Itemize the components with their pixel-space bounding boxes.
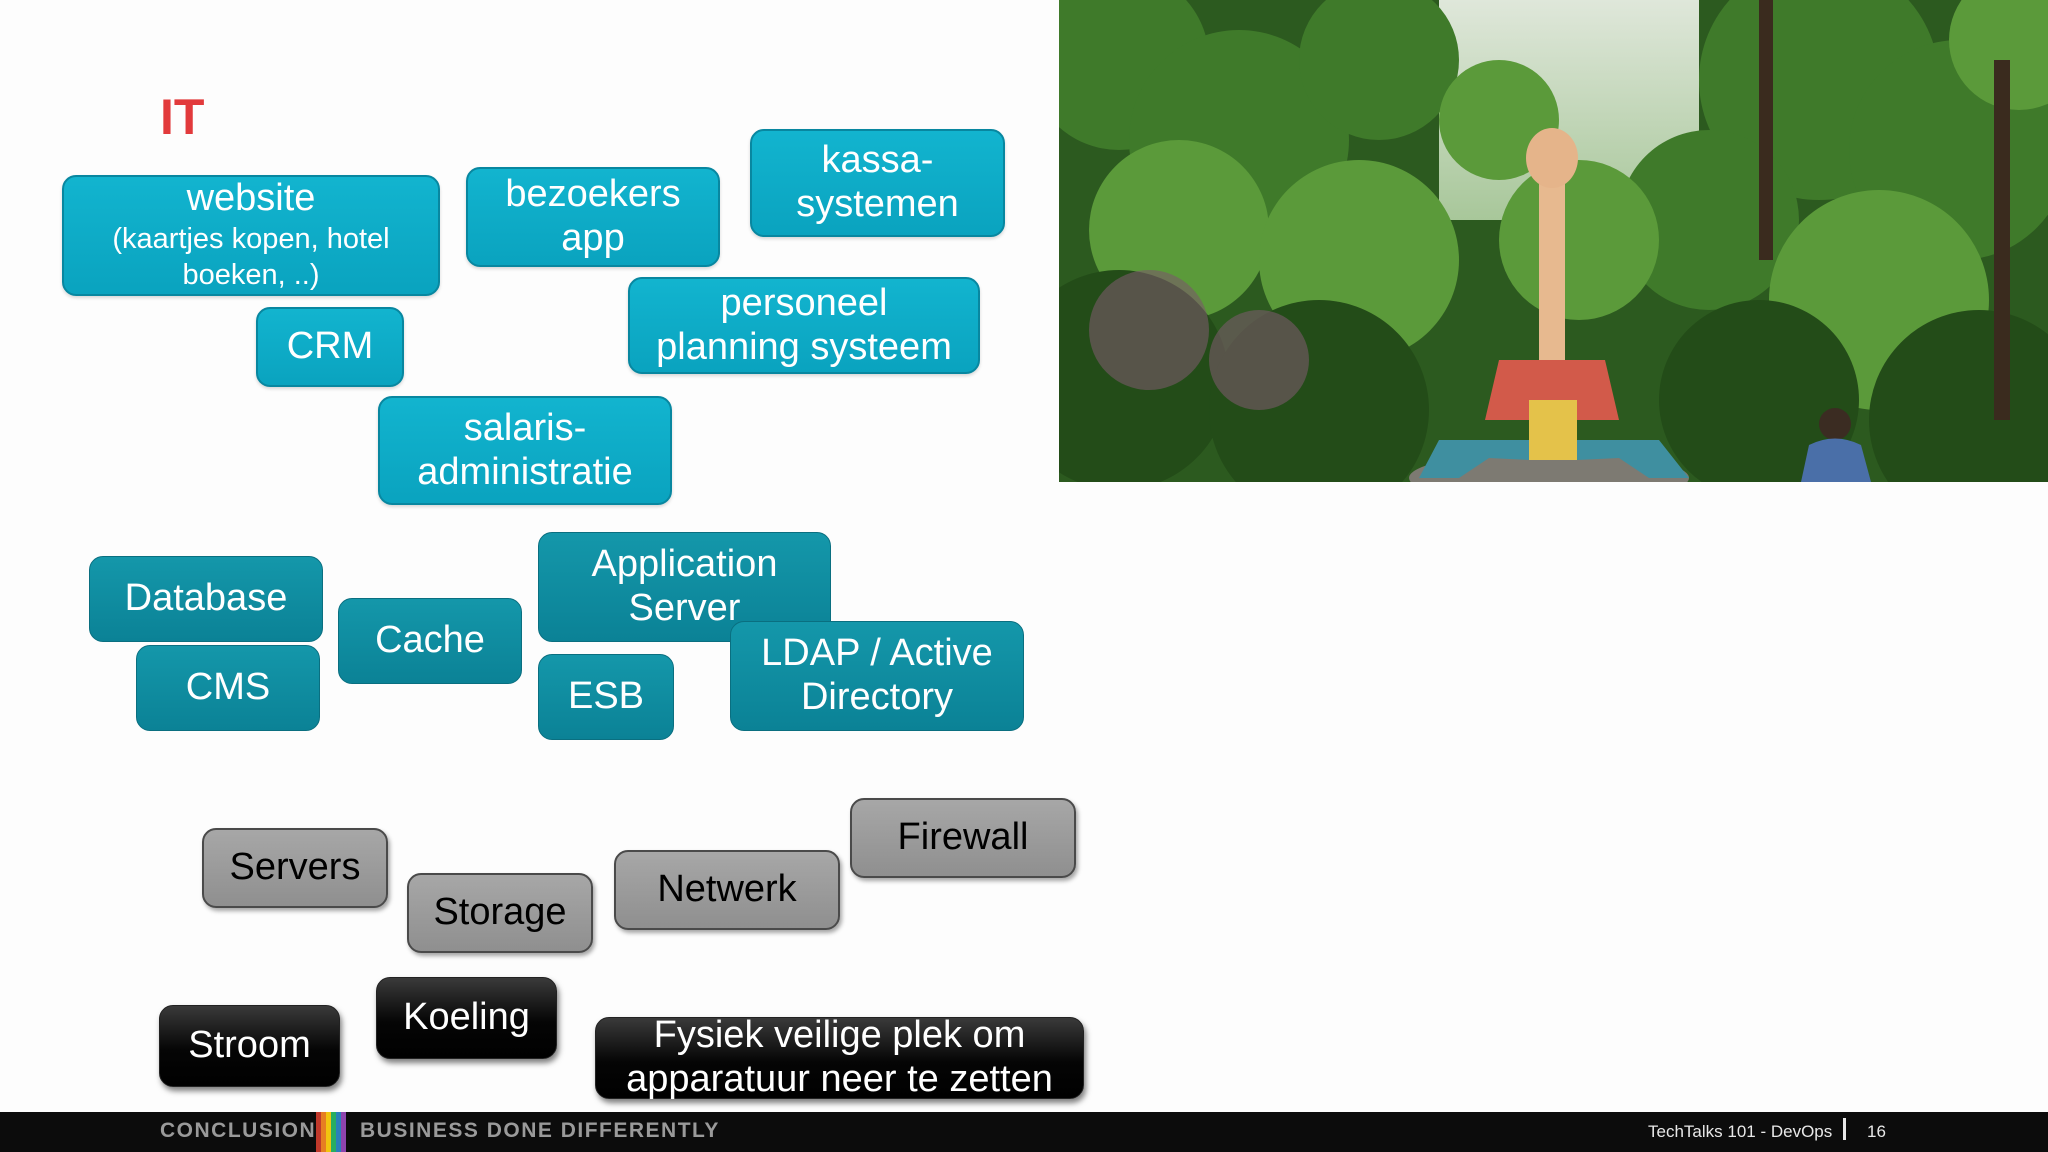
cooling-box: Koeling — [376, 977, 557, 1059]
power-label: Stroom — [188, 1024, 311, 1067]
visitors-app-label-1: bezoekers — [505, 173, 681, 216]
storage-label: Storage — [433, 891, 567, 934]
event-name: TechTalks 101 - DevOps — [1648, 1122, 1833, 1141]
crm-label: CRM — [286, 325, 374, 368]
staff-planning-label-1: personeel — [720, 281, 888, 324]
pos-systems-label-1: kassa- — [821, 139, 934, 182]
brand-tagline: BUSINESS DONE DIFFERENTLY — [360, 1119, 720, 1142]
website-label: website — [186, 177, 316, 220]
physical-location-label-1: Fysiek veilige plek om — [653, 1014, 1026, 1057]
footer-separator — [1843, 1118, 1846, 1140]
network-box: Netwerk — [614, 850, 840, 930]
application-server-label-1: Application — [591, 543, 778, 586]
ldap-box: LDAP / Active Directory — [730, 621, 1024, 731]
application-server-label-2: Server — [628, 587, 741, 629]
website-sublabel-1: (kaartjes kopen, hotel — [112, 223, 390, 256]
visitors-app-box: bezoekers app — [466, 167, 720, 267]
payroll-box: salaris- administratie — [378, 396, 672, 505]
staff-planning-label-2: planning systeem — [656, 325, 952, 368]
brand-conclusion: CONCLUSION — [160, 1119, 317, 1142]
visitors-app-label-2: app — [561, 217, 625, 259]
staff-planning-box: personeel planning systeem — [628, 277, 980, 374]
cms-box: CMS — [136, 645, 320, 731]
cache-box: Cache — [338, 598, 522, 684]
website-sublabel-2: boeken, ..) — [182, 259, 320, 292]
physical-location-label-2: apparatuur neer te zetten — [626, 1058, 1053, 1100]
servers-label: Servers — [229, 846, 361, 889]
slide-title: IT — [160, 89, 205, 145]
application-server-box: Application Server — [538, 532, 831, 642]
cache-label: Cache — [375, 619, 485, 662]
page-number: 16 — [1867, 1122, 1886, 1141]
power-box: Stroom — [159, 1005, 340, 1087]
esb-label: ESB — [567, 675, 645, 718]
payroll-label-2: administratie — [417, 450, 633, 493]
forest-statue-illustration — [1059, 0, 2048, 482]
firewall-box: Firewall — [850, 798, 1076, 878]
website-box: website (kaartjes kopen, hotel boeken, .… — [62, 175, 440, 296]
brand-stripes — [316, 1112, 346, 1152]
servers-box: Servers — [202, 828, 388, 908]
esb-box: ESB — [538, 654, 674, 740]
ldap-label-1: LDAP / Active — [761, 632, 993, 675]
database-label: Database — [124, 577, 288, 620]
firewall-label: Firewall — [897, 816, 1029, 859]
cooling-label: Koeling — [403, 996, 530, 1039]
ldap-label-2: Directory — [800, 676, 954, 718]
storage-box: Storage — [407, 873, 593, 953]
footer-bar: CONCLUSION BUSINESS DONE DIFFERENTLY Tec… — [0, 1112, 2048, 1152]
network-label: Netwerk — [657, 868, 797, 911]
database-box: Database — [89, 556, 323, 642]
crm-box: CRM — [256, 307, 404, 387]
physical-location-box: Fysiek veilige plek om apparatuur neer t… — [595, 1014, 1084, 1100]
pos-systems-label-2: systemen — [796, 183, 959, 225]
pos-systems-box: kassa- systemen — [750, 129, 1005, 237]
cms-label: CMS — [185, 666, 271, 709]
forest-statue-photo — [1059, 0, 2048, 482]
payroll-label-1: salaris- — [463, 406, 587, 449]
